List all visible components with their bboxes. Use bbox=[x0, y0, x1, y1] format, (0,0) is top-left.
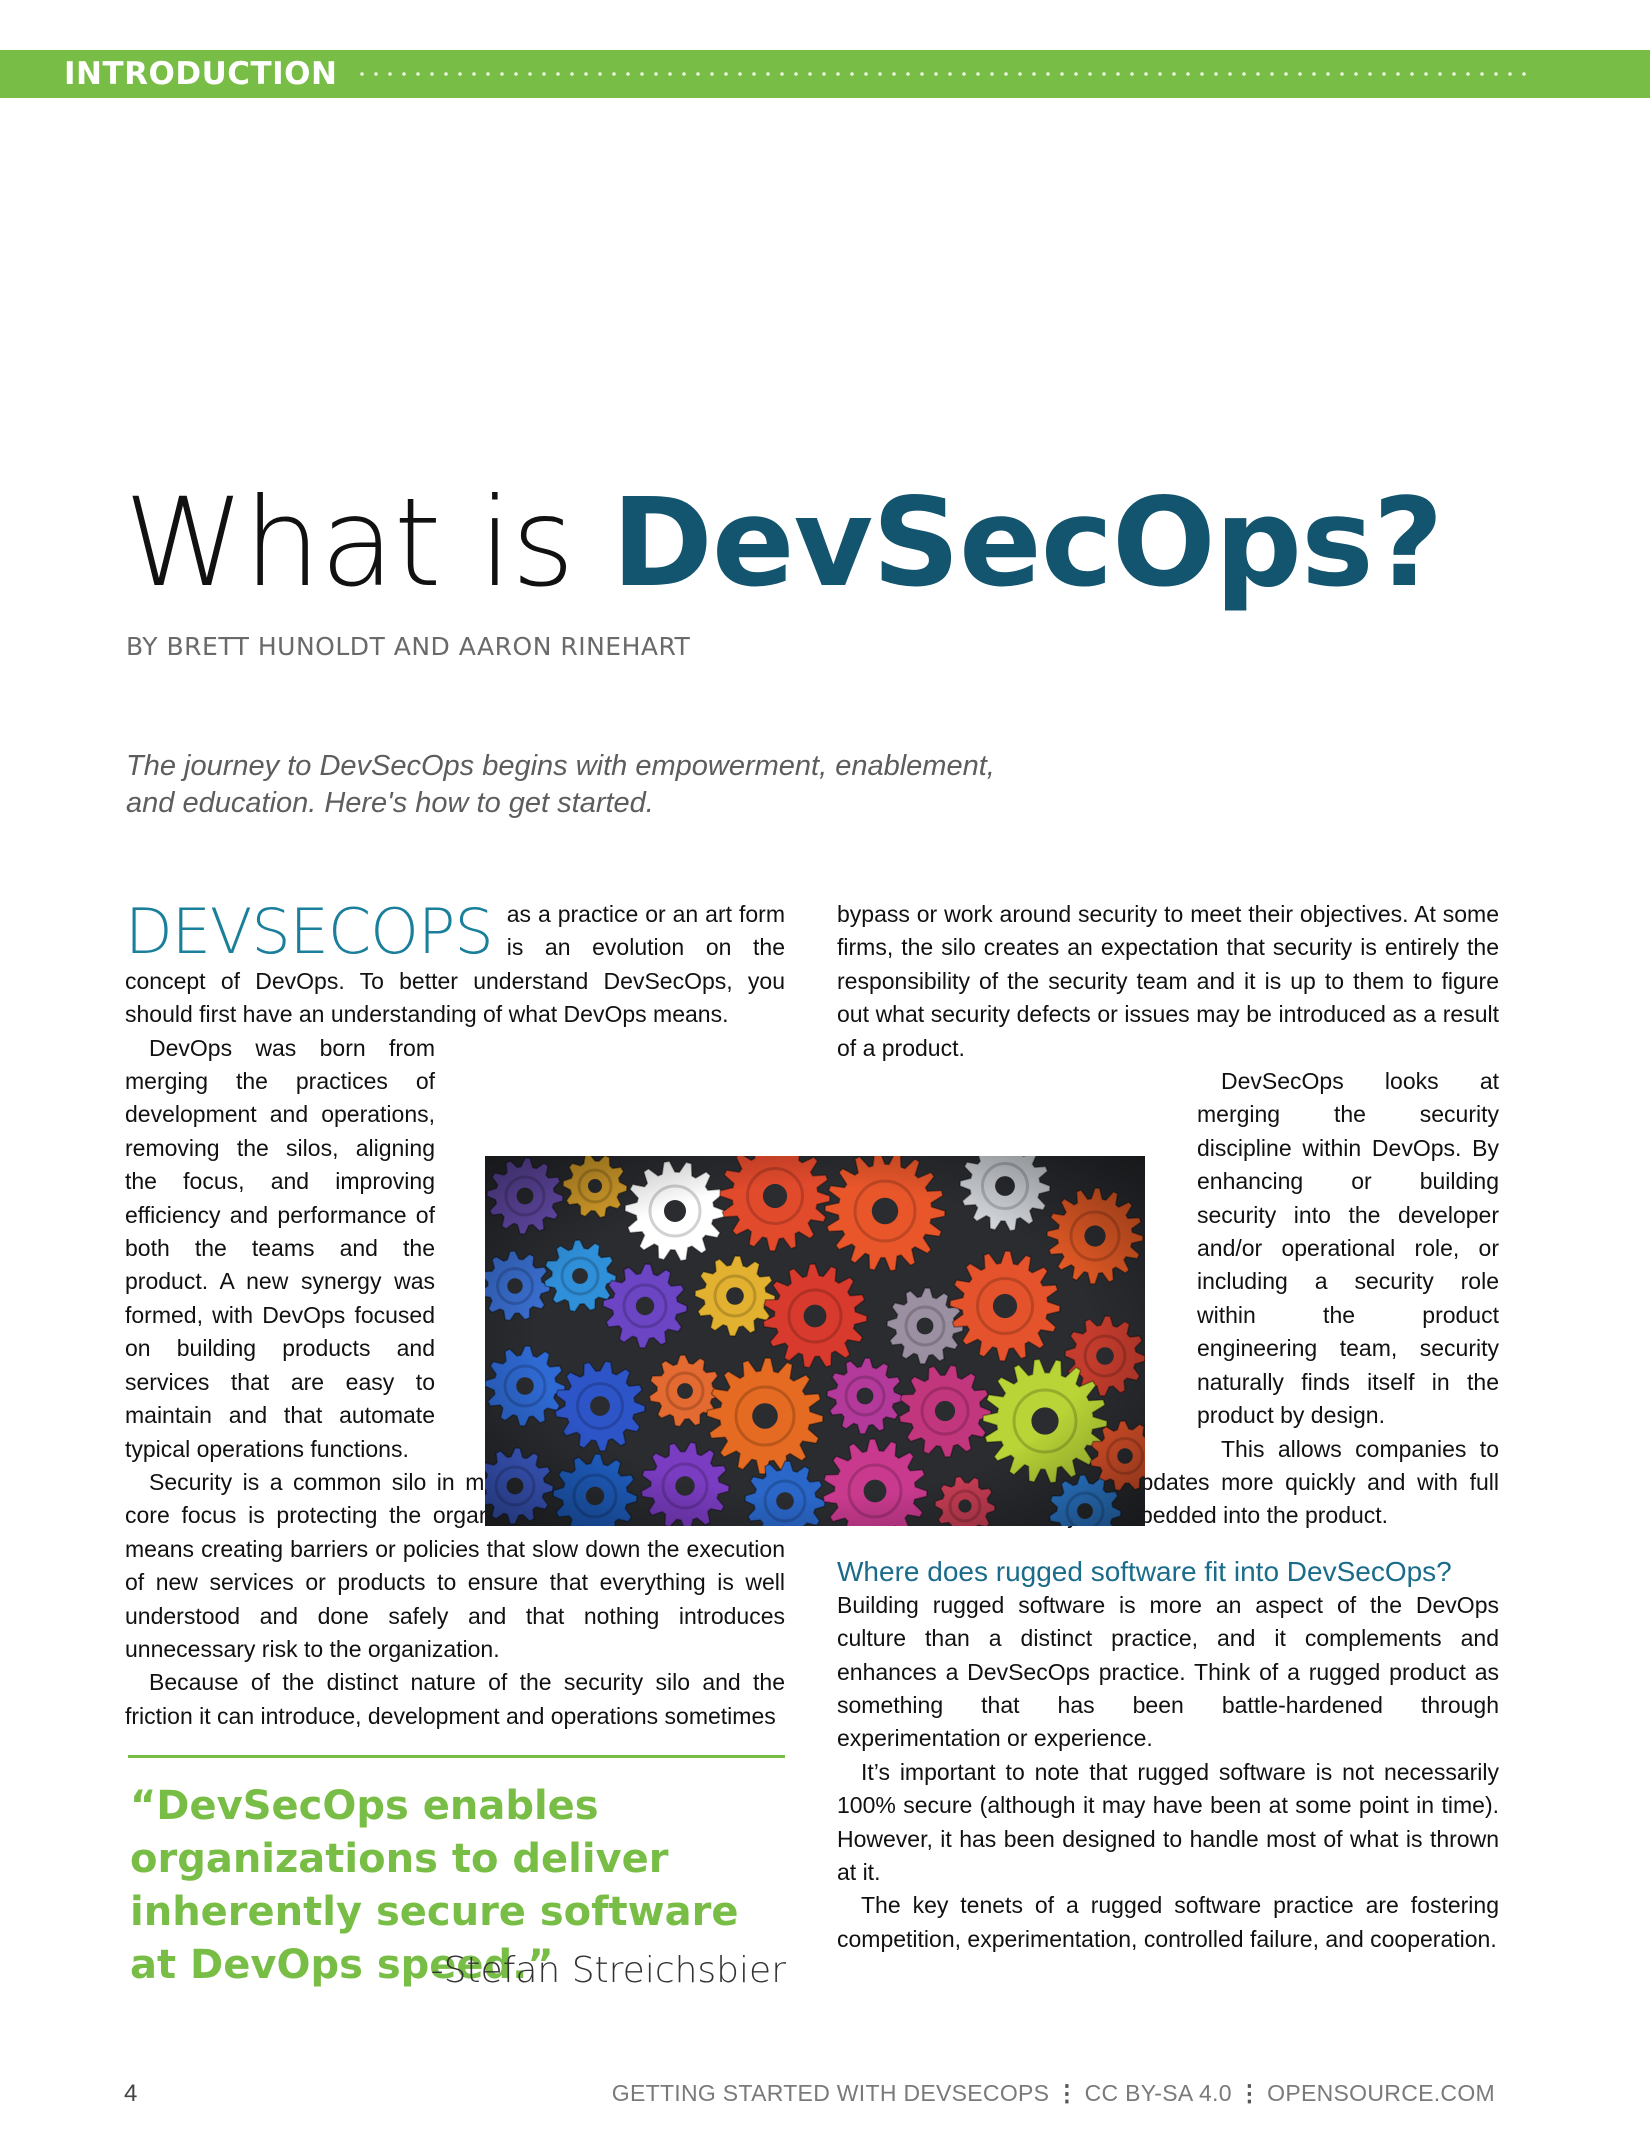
paragraph-9: It’s important to note that rugged softw… bbox=[837, 1758, 1499, 1885]
paragraph-4: Because of the distinct nature of the se… bbox=[125, 1669, 785, 1729]
paragraph-5: bypass or work around security to meet t… bbox=[837, 901, 1499, 1061]
page-footer: GETTING STARTED WITH DEVSECOPS⋮CC BY-SA … bbox=[612, 2080, 1495, 2107]
dotted-leader bbox=[355, 72, 1536, 76]
lede-line-1: The journey to DevSecOps begins with emp… bbox=[126, 750, 995, 782]
footer-book: GETTING STARTED WITH DEVSECOPS bbox=[611, 2080, 1050, 2106]
lede: The journey to DevSecOps begins with emp… bbox=[126, 748, 1106, 822]
lede-line-2: and education. Here's how to get started… bbox=[126, 787, 654, 819]
footer-license: CC BY-SA 4.0 bbox=[1084, 2080, 1232, 2106]
right-column: bypass or work around security to meet t… bbox=[837, 898, 1499, 1956]
paragraph-1-text: as a practice or an art form is an evolu… bbox=[125, 901, 785, 1028]
title-accent: DevSecOps? bbox=[611, 472, 1444, 614]
section-subhead: Where does rugged software fit into DevS… bbox=[837, 1555, 1452, 1587]
paragraph-2: DevOps was born from merging the practic… bbox=[125, 1032, 785, 1466]
section-label: INTRODUCTION bbox=[64, 56, 338, 92]
page-number: 4 bbox=[124, 2080, 138, 2107]
paragraph-6-text: DevSecOps looks at merging the security … bbox=[1197, 1068, 1499, 1429]
paragraph-8: Building rugged software is more an aspe… bbox=[837, 1591, 1499, 1752]
byline: BY BRETT HUNOLDT AND AARON RINEHART bbox=[126, 632, 691, 661]
section-header-bar: INTRODUCTION bbox=[0, 50, 1650, 98]
gears-photo bbox=[485, 1156, 1145, 1526]
pull-quote-rule bbox=[128, 1755, 785, 1758]
pull-quote: “DevSecOps enables organizations to deli… bbox=[130, 1783, 739, 1988]
pull-quote-author: -Stefan Streichsbier bbox=[430, 1950, 786, 1991]
footer-separator: ⋮ bbox=[1055, 2080, 1079, 2106]
paragraph-2-text: DevOps was born from merging the practic… bbox=[125, 1034, 435, 1462]
footer-separator: ⋮ bbox=[1237, 2080, 1262, 2106]
article-title: What is DevSecOps? bbox=[124, 470, 1444, 616]
paragraph-10: The key tenets of a rugged software prac… bbox=[837, 1892, 1499, 1952]
footer-site: OPENSOURCE.COM bbox=[1267, 2080, 1495, 2106]
dropcap-word: DEVSECOPS bbox=[125, 895, 494, 968]
paragraph-6: DevSecOps looks at merging the security … bbox=[837, 1065, 1499, 1432]
title-plain: What is bbox=[124, 472, 612, 614]
